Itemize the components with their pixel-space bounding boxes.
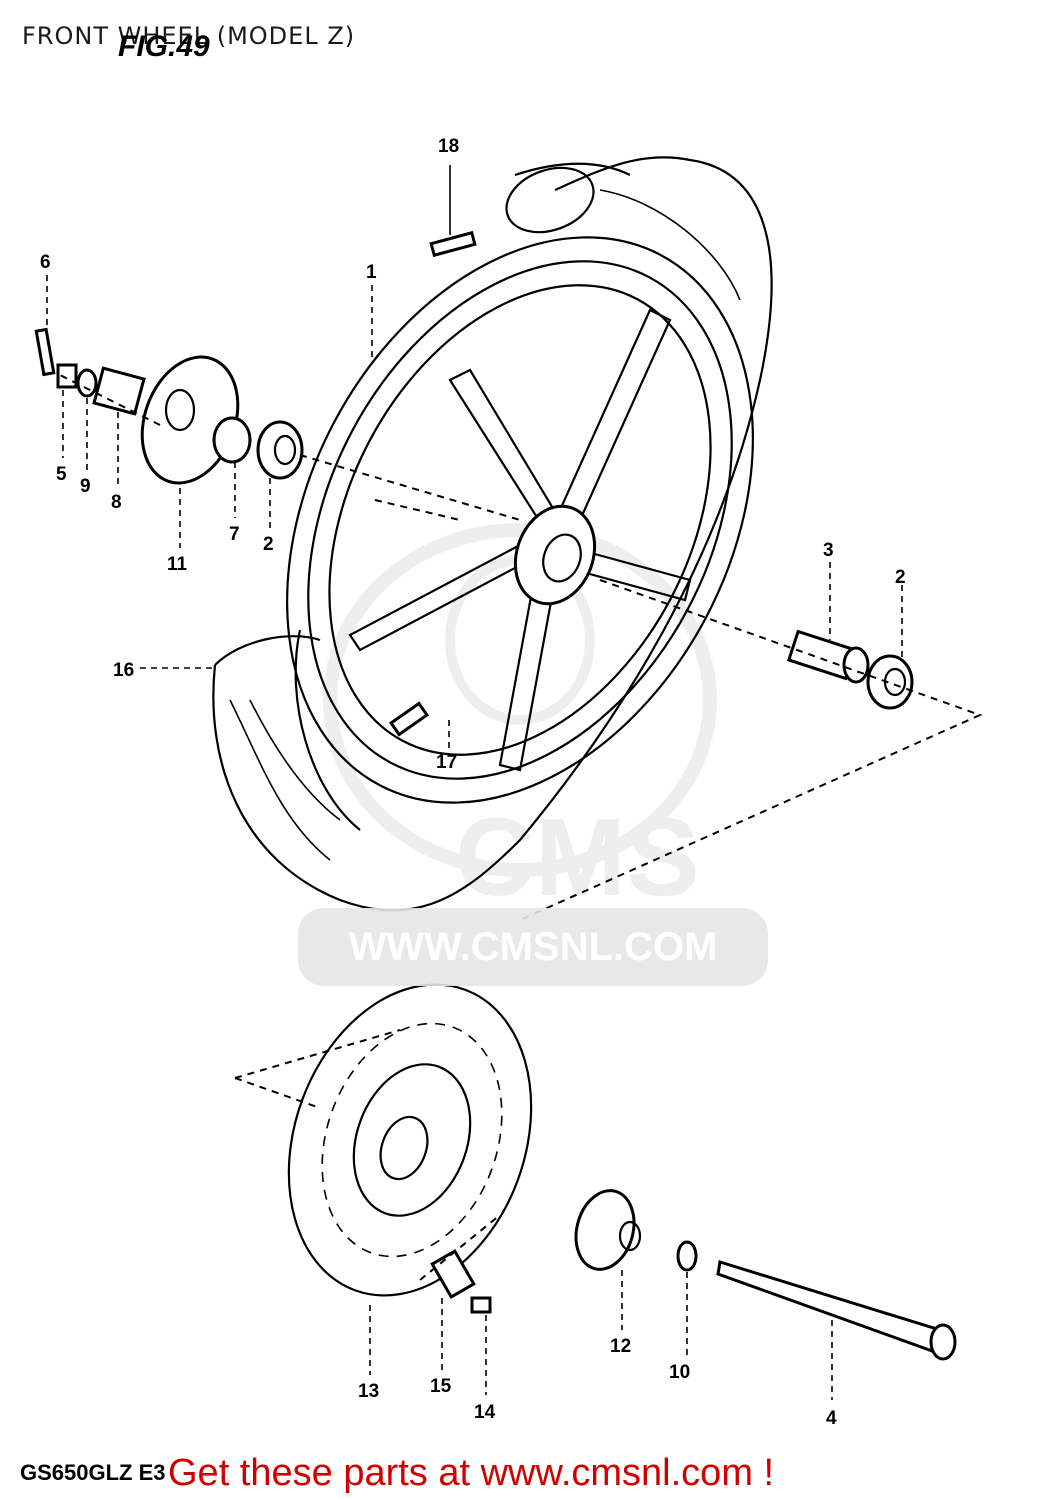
- valve: [388, 701, 430, 737]
- front-axle: [716, 1260, 957, 1361]
- callout-11: 11: [167, 554, 188, 575]
- callout-6: 6: [40, 252, 51, 273]
- figure-label: FIG.49: [118, 30, 210, 63]
- callout-8: 8: [111, 492, 122, 513]
- watermark-brand: CMS: [455, 796, 699, 919]
- balance-weight: [429, 230, 477, 258]
- callout-14: 14: [474, 1402, 496, 1423]
- callout-16: 16: [113, 660, 134, 681]
- tire: [212, 156, 773, 912]
- callout-17: 17: [436, 752, 457, 773]
- callout-7: 7: [229, 524, 240, 545]
- callout-12: 12: [610, 1336, 631, 1357]
- callout-2-right: 2: [895, 567, 906, 588]
- assembly-lines: [59, 374, 983, 1281]
- wheel-spokes: [348, 308, 692, 772]
- wheel-rim: [286, 236, 754, 804]
- right-hub-parts: [786, 629, 914, 710]
- page-title: FRONT WHEEL (MODEL Z): [22, 22, 356, 50]
- callout-3: 3: [823, 540, 834, 561]
- callout-9: 9: [80, 476, 91, 497]
- brake-disc: [287, 983, 533, 1297]
- spacer: [574, 1189, 642, 1271]
- callout-numbers: 18 1 6 5 9 8 11 7 2 16 17 3 2 13 15 14 1…: [40, 136, 906, 1429]
- disc-fasteners: [430, 1248, 492, 1314]
- callout-15: 15: [430, 1376, 452, 1397]
- callout-4: 4: [826, 1408, 837, 1429]
- callout-1: 1: [366, 262, 377, 283]
- callout-5: 5: [56, 464, 67, 485]
- washer: [676, 1240, 698, 1272]
- callout-10: 10: [669, 1362, 690, 1383]
- leader-lines: [46, 165, 903, 1400]
- left-hub-parts: [34, 327, 304, 485]
- model-code: GS650GLZ E3: [20, 1460, 166, 1485]
- parts-cta-link[interactable]: Get these parts at www.cmsnl.com !: [168, 1452, 775, 1494]
- callout-18: 18: [438, 136, 459, 157]
- callout-13: 13: [358, 1381, 379, 1402]
- callout-2-left: 2: [263, 534, 274, 555]
- watermark-url: WWW.CMSNL.COM: [298, 908, 768, 986]
